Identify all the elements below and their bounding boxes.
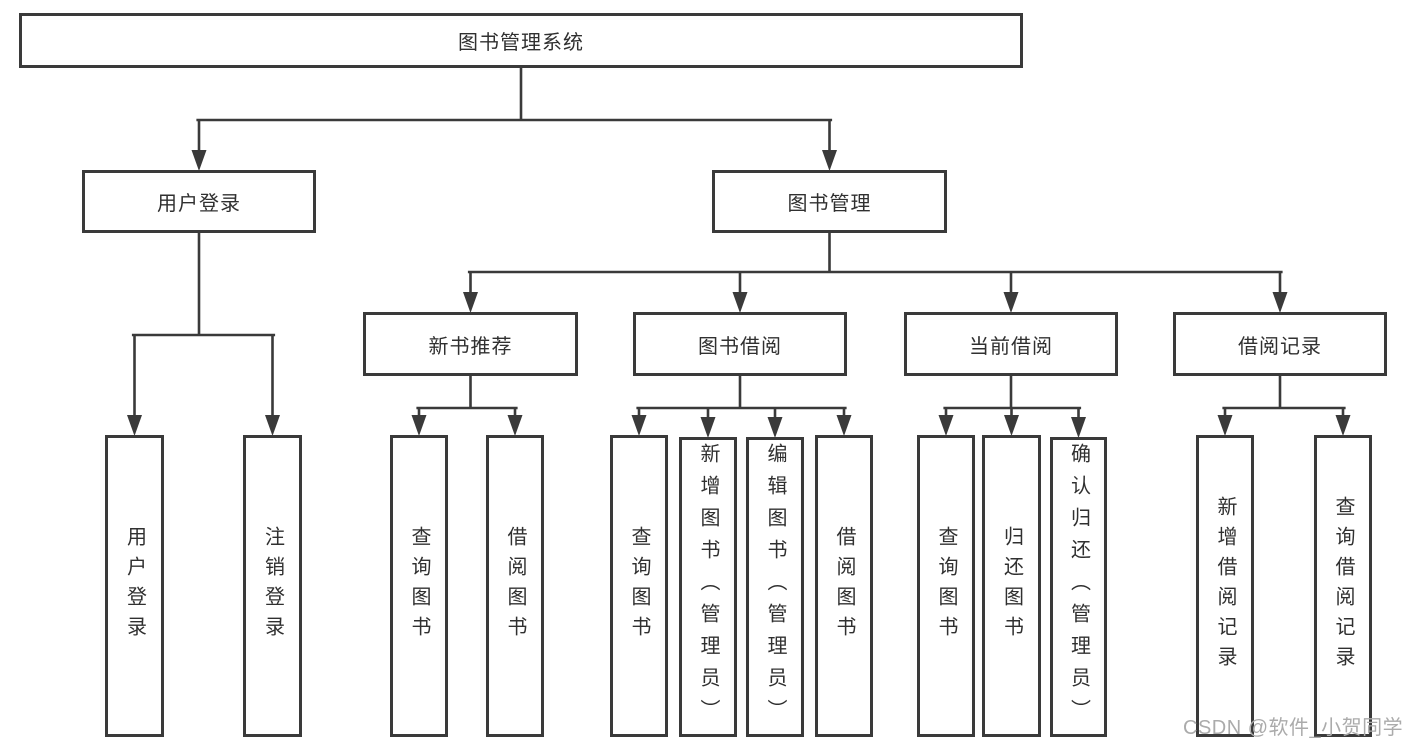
node-label: 借阅记录: [1238, 335, 1322, 358]
node-label: 用户登录: [157, 193, 241, 215]
node-bb-edit-book: 编辑图书（管理员）: [746, 437, 804, 737]
watermark: CSDN @软件_小贺同学: [1183, 717, 1404, 739]
node-bb-borrow-book: 借阅图书: [815, 435, 873, 737]
node-user-login: 用户登录: [82, 170, 316, 233]
node-cb-return-book: 归还图书: [982, 435, 1041, 737]
node-nbr-query-book: 查询图书: [390, 435, 448, 737]
node-br-add-record: 新增借阅记录: [1196, 435, 1254, 737]
node-label: 当前借阅: [969, 335, 1053, 358]
node-bb-query-book: 查询图书: [610, 435, 668, 737]
node-label: 新增图书（管理员）: [697, 443, 719, 731]
node-label: 图书借阅: [698, 335, 782, 358]
node-label: 归还图书: [1000, 526, 1023, 646]
node-label: 借阅图书: [833, 526, 855, 646]
node-label: 用户登录: [123, 526, 146, 646]
node-root: 图书管理系统: [19, 13, 1023, 68]
node-bb-add-book: 新增图书（管理员）: [679, 437, 737, 737]
node-label: 确认归还（管理员）: [1067, 443, 1090, 731]
node-label: 新书推荐: [428, 335, 513, 358]
node-label: 查询图书: [628, 526, 650, 646]
node-br-query-record: 查询借阅记录: [1314, 435, 1372, 737]
node-new-book-rec: 新书推荐: [363, 312, 578, 376]
node-label: 查询图书: [935, 526, 957, 646]
node-book-mgmt: 图书管理: [712, 170, 947, 233]
node-borrow-records: 借阅记录: [1173, 312, 1387, 376]
node-login: 用户登录: [105, 435, 164, 737]
node-cb-confirm-return: 确认归还（管理员）: [1050, 437, 1107, 737]
node-label: 图书管理系统: [458, 32, 584, 54]
node-nbr-borrow-book: 借阅图书: [486, 435, 544, 737]
node-label: 图书管理: [787, 193, 872, 215]
node-label: 查询借阅记录: [1332, 496, 1354, 676]
node-label: 借阅图书: [504, 526, 526, 646]
node-current-borrow: 当前借阅: [904, 312, 1118, 376]
node-label: 新增借阅记录: [1214, 496, 1236, 676]
node-cb-query-book: 查询图书: [917, 435, 975, 737]
node-label: 注销登录: [261, 526, 284, 646]
node-book-borrow: 图书借阅: [633, 312, 847, 376]
node-label: 查询图书: [408, 526, 430, 646]
node-label: 编辑图书（管理员）: [764, 443, 786, 731]
node-logout: 注销登录: [243, 435, 302, 737]
